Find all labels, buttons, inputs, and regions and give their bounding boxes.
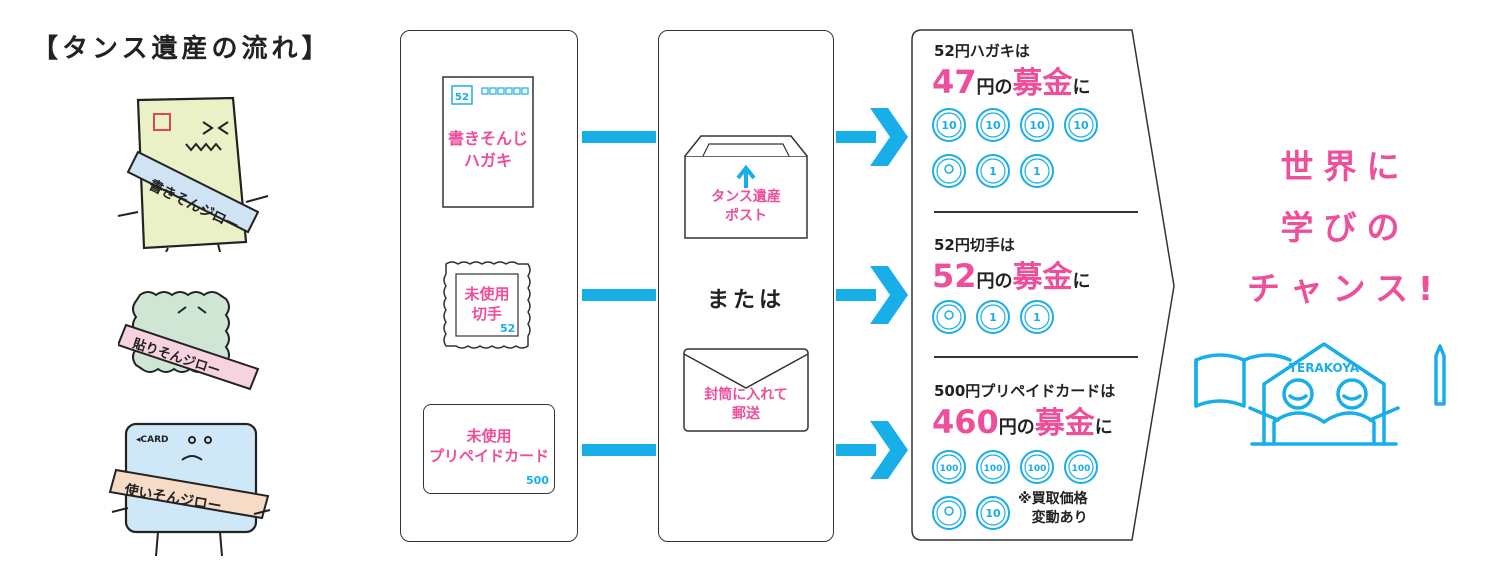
divider	[934, 211, 1138, 213]
post-box-label: タンス遺産 ポスト	[711, 189, 781, 224]
svg-text:10: 10	[941, 119, 957, 132]
stamp-item	[443, 261, 531, 349]
post-box	[684, 135, 808, 239]
envelope-label: 封筒に入れて 郵送	[704, 387, 788, 422]
svg-text:100: 100	[1028, 464, 1047, 474]
connector-lines	[582, 131, 656, 456]
chevron-right-icon	[870, 421, 908, 479]
price-note: ※買取価格 変動あり	[1018, 491, 1088, 526]
result-source: 500円プリペイドカードは	[934, 382, 1116, 400]
coin-icon: 10	[932, 108, 966, 142]
coin-icon: 1	[1020, 154, 1054, 188]
chevron-right-icon	[870, 108, 908, 166]
methods-panel	[658, 30, 834, 542]
page-title: 【タンス遺産の流れ】	[32, 34, 332, 64]
coin-icon: 10	[1020, 108, 1054, 142]
svg-text:1: 1	[989, 311, 997, 324]
coin-icon	[932, 496, 966, 530]
svg-text:10: 10	[985, 119, 1001, 132]
result-source: 52円ハガキは	[934, 42, 1030, 60]
coin-icon: 1	[1020, 300, 1054, 334]
card-label: ◂CARD	[136, 435, 169, 445]
stamp-label: 未使用 切手	[464, 285, 510, 324]
envelope	[683, 348, 809, 432]
coin-icon: 1	[976, 154, 1010, 188]
result-amount: 47円の募金に	[932, 63, 1091, 101]
coin-group: 10 10 10 10 1 1	[932, 108, 1098, 188]
character-postcard-illustration: 書きそんジロー	[117, 96, 269, 252]
character-card-illustration: ◂CARD 使いそんジロー	[108, 422, 271, 557]
svg-text:1: 1	[1033, 311, 1041, 324]
divider	[934, 356, 1138, 358]
results-panel	[911, 29, 1175, 541]
result-amount: 52円の募金に	[932, 257, 1091, 295]
svg-text:10: 10	[1073, 119, 1089, 132]
coin-icon	[932, 154, 966, 188]
terakoya-logo: TERAKOYA	[1194, 342, 1446, 446]
result-amount: 460円の募金に	[932, 403, 1113, 441]
svg-text:100: 100	[1072, 464, 1091, 474]
result-source: 52円切手は	[934, 236, 1015, 254]
card-item	[423, 404, 555, 494]
stamp-value: 52	[500, 322, 516, 335]
coin-icon: 10	[976, 496, 1010, 530]
chevron-right-icon	[870, 266, 908, 324]
postcard-item: 52	[442, 76, 534, 208]
coin-icon: 10	[1064, 108, 1098, 142]
coin-icon: 1	[976, 300, 1010, 334]
svg-text:10: 10	[985, 507, 1001, 520]
svg-text:10: 10	[1029, 119, 1045, 132]
coin-icon: 100	[932, 450, 966, 484]
postcard-stamp-value: 52	[455, 92, 469, 103]
svg-text:100: 100	[940, 464, 959, 474]
postcard-label: 書きそんじ ハガキ	[447, 129, 528, 170]
logo-text: TERAKOYA	[1289, 361, 1360, 375]
svg-text:100: 100	[984, 464, 1003, 474]
svg-text:1: 1	[989, 165, 997, 178]
coin-icon: 100	[1064, 450, 1098, 484]
up-arrow-icon	[736, 164, 756, 188]
coin-icon: 100	[976, 450, 1010, 484]
card-label: 未使用 プリペイドカード	[428, 427, 549, 466]
coin-icon	[932, 300, 966, 334]
card-value: 500	[526, 474, 549, 487]
coin-group: 100 100 100 100 10	[932, 450, 1098, 530]
svg-text:1: 1	[1033, 165, 1041, 178]
arrow-group	[836, 108, 908, 479]
coin-icon: 10	[976, 108, 1010, 142]
or-text: または	[706, 288, 785, 313]
character-stamp-illustration: 貼りそんジロー	[118, 291, 260, 391]
outcome-text: 世界に 学びの チャンス!	[1246, 147, 1444, 309]
coin-icon: 100	[1020, 450, 1054, 484]
